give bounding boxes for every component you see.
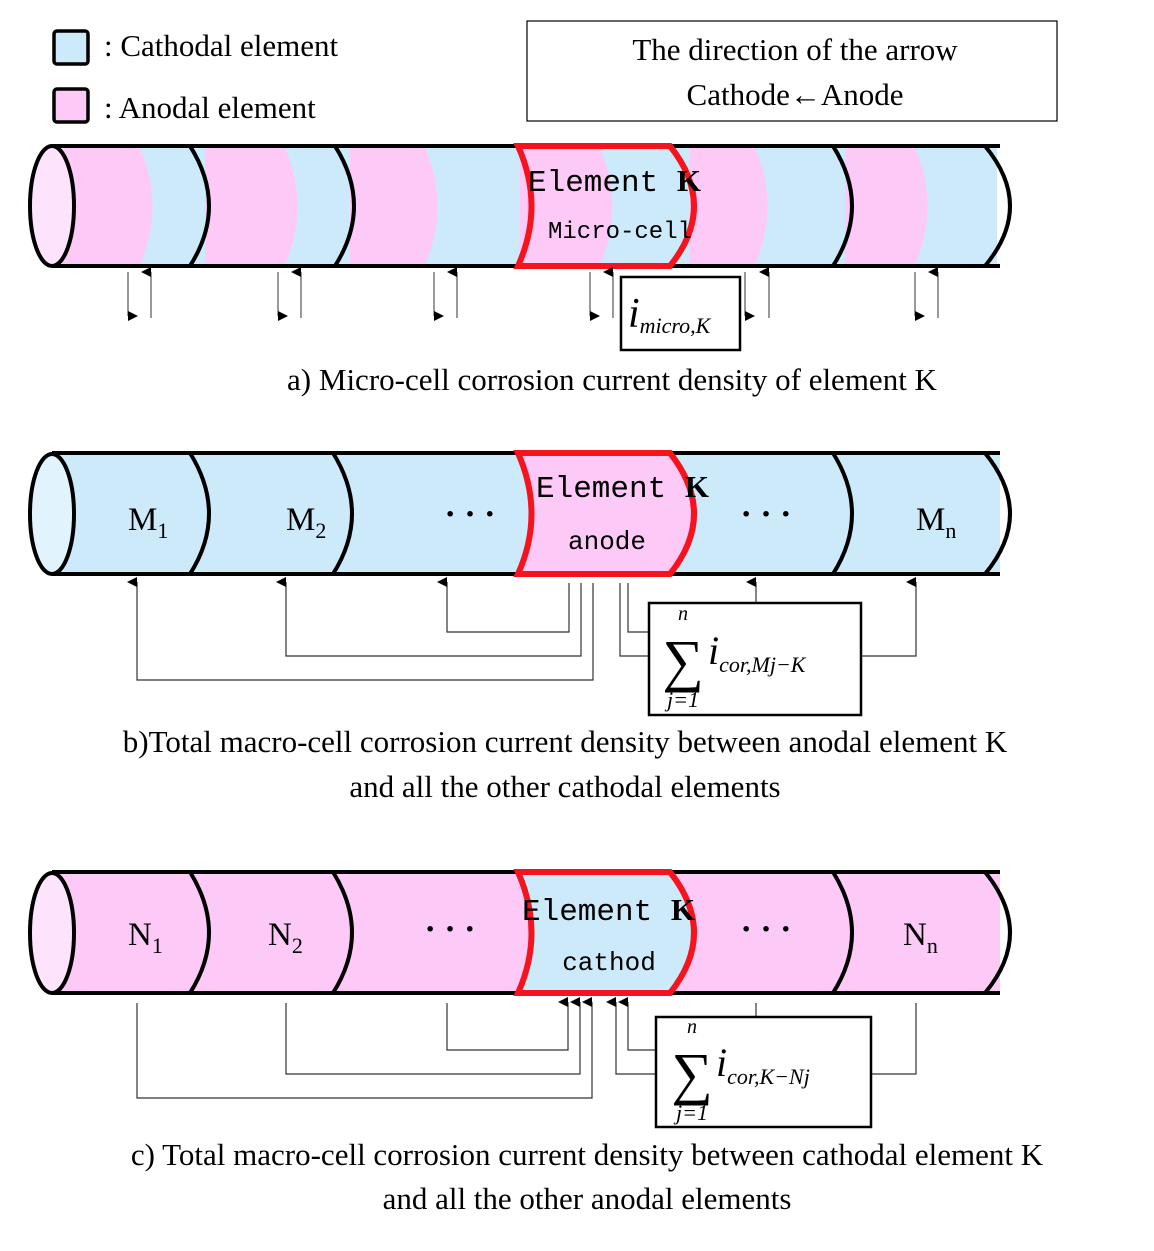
segment-label-nn: Nn	[903, 917, 938, 958]
connector-to-right-dots	[619, 583, 650, 657]
cylinder-end-cap	[28, 452, 76, 576]
caption-a: a) Micro-cell corrosion current density …	[287, 362, 938, 397]
sum-upper: n	[678, 603, 688, 625]
cylinder-c	[28, 869, 1012, 996]
connector-from-nn	[872, 1003, 917, 1075]
ellipsis-right: · · ·	[740, 496, 791, 533]
direction-line-1: The direction of the arrow	[632, 32, 958, 67]
connector-from-n1	[136, 997, 593, 1099]
macro-current-connectors	[136, 997, 917, 1099]
anodal-band	[205, 148, 298, 265]
segment-label-n2: N2	[268, 917, 303, 958]
caption-b-line-1: b)Total macro-cell corrosion current den…	[123, 724, 1008, 759]
caption-b-line-2: and all the other cathodal elements	[349, 769, 780, 804]
svg-text:icor,Mj−K: icor,Mj−K	[708, 628, 807, 677]
connector-to-dots	[437, 577, 570, 633]
anodal-band	[62, 148, 153, 265]
legend-swatch-anodal	[52, 87, 90, 124]
macro-formula-box-c: n ∑ j=1 icor,K−Nj	[654, 1015, 873, 1129]
macro-formula-box-b: n ∑ j=1 icor,Mj−K	[647, 601, 863, 717]
connector-from-dots	[446, 997, 569, 1051]
legend-label-anodal: : Anodal element	[104, 90, 316, 125]
panel-c: N1 N2 Nn · · · · · · Element K cathod n …	[28, 869, 1044, 1216]
formula-subscript: cor,K−Nj	[727, 1064, 810, 1089]
connector-from-n2	[285, 997, 581, 1075]
formula-subscript: cor,Mj−K	[719, 652, 807, 677]
sum-lower: j=1	[673, 1100, 708, 1125]
connector-to-m2	[276, 577, 582, 657]
cylinder-end-cap	[28, 871, 76, 995]
caption-c-line-1: c) Total macro-cell corrosion current de…	[131, 1137, 1044, 1172]
element-k-highlight	[513, 143, 697, 269]
caption-c-line-2: and all the other anodal elements	[383, 1181, 792, 1216]
connector-to-m1	[127, 577, 594, 681]
macro-current-connectors	[127, 577, 917, 681]
panel-a: Element K Micro-cell imicro,K a) Micro-c…	[28, 143, 1012, 397]
element-k-subtitle: cathod	[562, 948, 656, 978]
svg-text:icor,K−Nj: icor,K−Nj	[716, 1040, 810, 1089]
element-k-title: Element K	[536, 469, 709, 507]
legend: : Cathodal element : Anodal element	[52, 28, 339, 125]
micro-formula-box: imicro,K	[619, 275, 742, 352]
ellipsis-right: · · ·	[740, 911, 791, 948]
legend-swatch-cathodal	[52, 29, 90, 66]
anodal-band	[520, 148, 613, 265]
segment-label-n1: N1	[128, 917, 163, 958]
svg-text:imicro,K: imicro,K	[628, 291, 712, 338]
segment-label-m1: M1	[128, 502, 168, 543]
ellipsis-left: · · ·	[444, 496, 495, 533]
anodal-band	[350, 148, 438, 265]
anodal-band	[845, 148, 928, 265]
anodal-band	[690, 148, 768, 265]
element-k-subtitle: Micro-cell	[548, 219, 692, 246]
element-k-fill	[518, 455, 694, 573]
sum-symbol: ∑	[662, 628, 703, 693]
element-k-subtitle: anode	[568, 527, 646, 557]
cylinder-end-cap	[28, 144, 76, 268]
panel-b: M1 M2 Mn · · · · · · Element K anode n ∑…	[28, 450, 1012, 804]
formula-symbol: i	[628, 291, 640, 337]
sum-upper: n	[687, 1016, 697, 1038]
direction-line-2: Cathode←Anode	[687, 77, 904, 112]
sum-lower: j=1	[664, 687, 699, 712]
micro-current-arrows	[127, 267, 939, 321]
segment-label-m2: M2	[286, 502, 326, 543]
cylinder-b	[28, 450, 1012, 577]
element-k-highlight	[513, 450, 697, 577]
legend-label-cathodal: : Cathodal element	[104, 28, 339, 63]
formula-subscript: micro,K	[640, 313, 712, 338]
connector-to-mn	[862, 577, 917, 657]
formula-symbol: i	[716, 1040, 727, 1085]
ellipsis-left: · · ·	[424, 911, 475, 948]
element-k-highlight	[513, 869, 697, 996]
formula-symbol: i	[708, 628, 719, 673]
element-k-fill	[518, 874, 694, 992]
element-k-title: Element K	[522, 892, 695, 930]
sum-symbol: ∑	[671, 1041, 712, 1106]
cylinder-a	[28, 143, 1012, 269]
direction-box: The direction of the arrow Cathode←Anode	[526, 20, 1058, 122]
segment-label-mn: Mn	[916, 502, 956, 543]
element-k-title: Element K	[528, 163, 701, 201]
